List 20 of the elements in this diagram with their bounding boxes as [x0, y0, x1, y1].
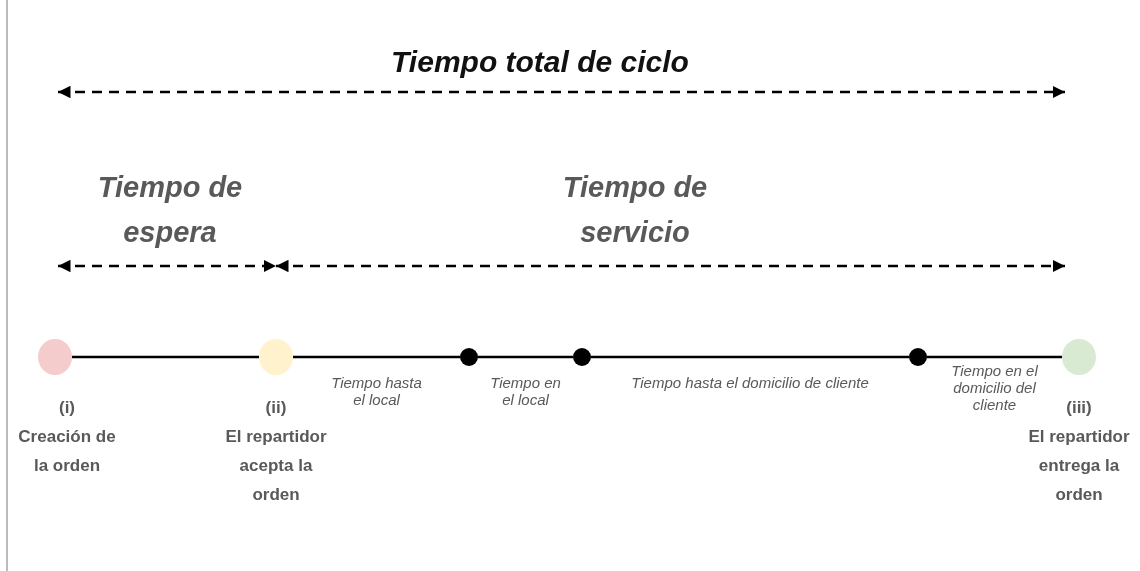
- diagram-title: Tiempo total de ciclo: [390, 45, 690, 79]
- milestone-circle: [1062, 339, 1096, 375]
- milestone-label: El repartidor acepta la orden: [224, 426, 328, 506]
- milestone-circle: [259, 339, 293, 375]
- milestone-circle: [38, 339, 72, 375]
- timeline-segment: [591, 355, 909, 359]
- milestone-number: (i): [57, 397, 76, 419]
- milestone-label: Creación de la orden: [17, 426, 117, 477]
- timeline-dot: [909, 348, 927, 366]
- timeline-dot: [573, 348, 591, 366]
- milestone-number: (iii): [1065, 397, 1093, 419]
- milestone-label: El repartidor entrega la orden: [1027, 426, 1131, 506]
- timeline-dot: [460, 348, 478, 366]
- timeline-segment: [293, 355, 460, 359]
- milestone-number: (ii): [264, 397, 288, 419]
- timeline-segment: [72, 355, 259, 359]
- span-label: Tiempo de servicio: [561, 170, 709, 250]
- timeline-segment: [927, 355, 1062, 359]
- timeline-segment: [478, 355, 573, 359]
- span-label: Tiempo de espera: [96, 170, 244, 250]
